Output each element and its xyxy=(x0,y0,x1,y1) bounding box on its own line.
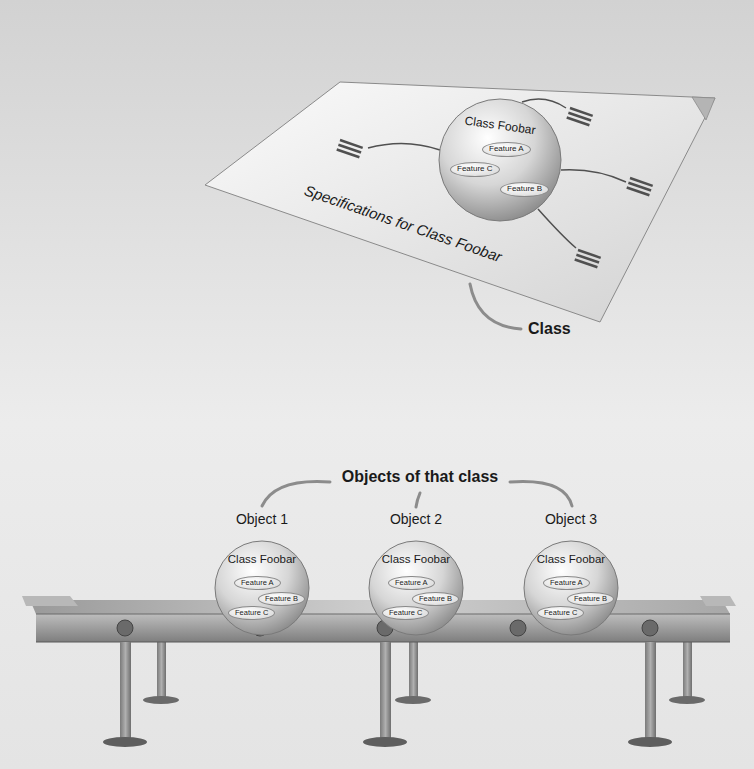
belt-leg xyxy=(645,642,656,740)
object-sphere: Object 2 Class FoobarFeature A Feature B Fe… xyxy=(361,512,471,642)
roller xyxy=(642,620,658,636)
feature-name: Feature C xyxy=(235,608,268,617)
class-label: Class xyxy=(528,320,571,338)
feature-name: Feature A xyxy=(395,578,428,587)
leg-foot xyxy=(143,696,179,704)
feature-oval: Feature A xyxy=(543,576,590,590)
objects-label: Objects of that class xyxy=(342,468,499,486)
spec-sheet: Specifications for Class FoobarClass Foo… xyxy=(200,78,720,328)
object-label: Object 2 xyxy=(390,512,442,527)
sphere-outline xyxy=(439,99,561,221)
leader-line xyxy=(416,493,420,507)
feature-name: Feature A xyxy=(550,578,583,587)
belt-leg xyxy=(380,642,391,740)
feature-oval: Feature A xyxy=(234,576,281,590)
sphere-outline xyxy=(215,541,309,635)
spec-line xyxy=(337,149,360,157)
belt-leg xyxy=(683,640,692,700)
feature-oval: Feature A xyxy=(482,142,531,157)
leg-foot xyxy=(628,737,672,747)
spec-lines xyxy=(575,250,601,267)
object-sphere: Object 3 Class FoobarFeature A Feature B Fe… xyxy=(516,512,626,642)
belt-end xyxy=(700,596,736,606)
paper-outline xyxy=(205,82,715,322)
object-label: Object 1 xyxy=(236,512,288,527)
feature-link xyxy=(538,209,576,248)
spec-line xyxy=(627,187,650,195)
leader-line xyxy=(262,482,330,507)
object-sphere: Object 1 Class FoobarFeature A Feature B Fe… xyxy=(207,512,317,642)
feature-link xyxy=(368,143,440,150)
feature-name: Feature B xyxy=(507,184,542,193)
belt-leg xyxy=(157,640,166,700)
feature-name: Feature C xyxy=(544,608,577,617)
roller xyxy=(117,620,133,636)
leg-foot xyxy=(669,696,705,704)
belt-leg xyxy=(409,640,418,700)
roller xyxy=(510,620,526,636)
feature-name: Feature B xyxy=(574,594,607,603)
paper-curl xyxy=(692,97,715,120)
class-sphere xyxy=(438,98,562,222)
spec-lines xyxy=(627,178,653,195)
sphere-outline xyxy=(524,541,618,635)
feature-oval: Feature C xyxy=(450,162,500,177)
leg-foot xyxy=(395,696,431,704)
spec-line xyxy=(575,259,598,267)
class-name: Class Foobar xyxy=(537,553,605,566)
feature-name: Feature C xyxy=(457,164,493,173)
class-name: Class Foobar xyxy=(382,553,450,566)
feature-name: Feature A xyxy=(489,144,524,153)
sphere-outline xyxy=(369,541,463,635)
belt-end xyxy=(22,596,78,606)
leg-foot xyxy=(363,737,407,747)
spec-line xyxy=(567,117,590,125)
leg-foot xyxy=(103,737,147,747)
spec-lines xyxy=(567,108,593,125)
class-sphere: Class FoobarFeature AFeature BFeature C xyxy=(438,98,562,222)
feature-oval: Feature A xyxy=(388,576,435,590)
feature-oval: Feature B xyxy=(500,182,549,197)
feature-name: Feature A xyxy=(241,578,274,587)
spec-lines xyxy=(337,140,363,157)
belt-leg xyxy=(120,642,131,740)
feature-name: Feature B xyxy=(265,594,298,603)
feature-name: Feature C xyxy=(389,608,422,617)
feature-name: Feature B xyxy=(419,594,452,603)
object-label: Object 3 xyxy=(545,512,597,527)
class-name: Class Foobar xyxy=(228,553,296,566)
leader-line xyxy=(510,482,572,507)
feature-link xyxy=(561,170,626,182)
